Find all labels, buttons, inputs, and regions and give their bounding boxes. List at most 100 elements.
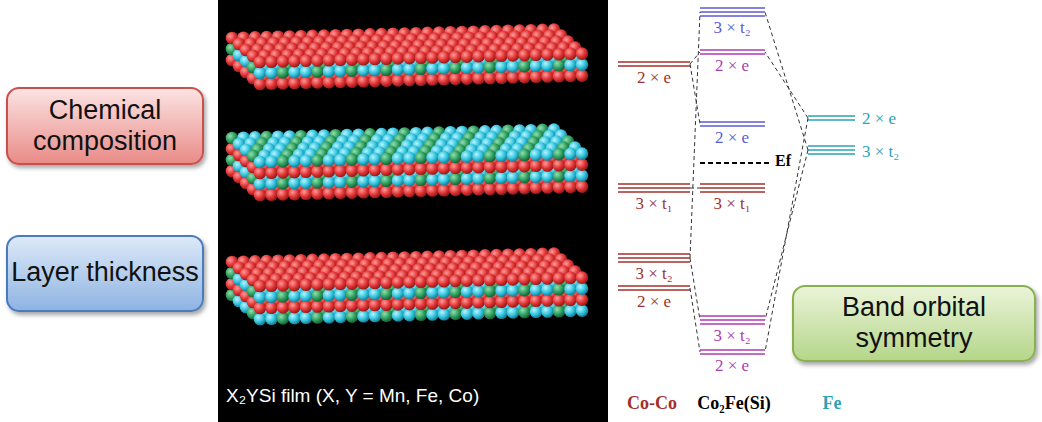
atom-sphere [334,187,347,200]
atom-sphere [254,67,267,80]
atom-sphere [530,71,543,84]
atom-sphere [530,306,543,319]
atom-sphere [449,51,462,64]
atom-sphere [472,307,485,320]
atom-sphere [472,61,485,74]
atom-sphere [484,285,497,298]
level-label: 2 × e [715,129,749,146]
atom-sphere [438,62,451,75]
atom-sphere [346,64,359,77]
level-label: 2 × e [637,69,671,86]
atom-sphere [254,302,267,315]
keyword-text: Chemical composition [8,95,202,157]
atom-sphere [380,163,393,176]
level-line [618,261,690,263]
atom-sphere [541,170,554,183]
atom-sphere [357,186,370,199]
level-label: 3 × t₂ [862,143,899,160]
atom-sphere [541,159,554,172]
atom-sphere [300,55,313,68]
atom-sphere [541,294,554,307]
level-label: 3 × t₁ [635,195,672,212]
atom-sphere [277,188,290,201]
atom-sphere [449,308,462,321]
atom-sphere [449,275,462,288]
atom-sphere [518,182,531,195]
atom-sphere [265,66,278,79]
atom-sphere [300,312,313,325]
level-line [700,7,765,9]
atom-sphere [403,287,416,300]
atom-sphere [518,284,531,297]
atom-sphere [518,49,531,62]
atom-sphere [495,295,508,308]
atom-sphere [369,64,382,77]
level-line [700,11,765,13]
atom-sphere [403,63,416,76]
atom-sphere [484,183,497,196]
atom-sphere [277,312,290,325]
atom-sphere [530,171,543,184]
atom-sphere [530,149,543,162]
atom-sphere [507,71,520,84]
atom-sphere [541,59,554,72]
atom-sphere [472,50,485,63]
atom-sphere [392,163,405,176]
atom-sphere [564,272,577,285]
atom-sphere [277,166,290,179]
atom-sphere [415,63,428,76]
atom-sphere [265,166,278,179]
atom-sphere [334,54,347,67]
atom-sphere [254,291,267,304]
atom-sphere [392,276,405,289]
atom-sphere [541,305,554,318]
atom-sphere [265,290,278,303]
atom-sphere [403,174,416,187]
atom-sphere [323,76,336,89]
atom-sphere [415,276,428,289]
atom-sphere [507,149,520,162]
atom-sphere [254,56,267,69]
atom-sphere [426,308,439,321]
atom-sphere [403,163,416,176]
atom-sphere [449,184,462,197]
keyword-box: Band orbital symmetry [792,285,1036,362]
level-line [808,115,855,117]
atom-sphere [357,64,370,77]
atom-sphere [415,298,428,311]
atom-sphere [380,63,393,76]
atom-sphere [288,290,301,303]
atom-sphere [288,166,301,179]
atom-sphere [495,306,508,319]
atom-sphere [553,294,566,307]
atom-sphere [369,277,382,290]
atom-sphere [426,184,439,197]
atom-sphere [380,74,393,87]
atom-sphere [438,297,451,310]
atom-sphere [311,278,324,291]
level-label: 3 × t₂ [713,19,750,36]
atom-sphere [300,301,313,314]
atom-sphere [288,301,301,314]
atom-sphere [449,62,462,75]
atom-sphere [518,295,531,308]
atom-sphere [277,290,290,303]
atom-sphere [403,52,416,65]
level-label: 3 × t₂ [713,327,750,344]
atom-sphere [380,52,393,65]
atom-sphere [392,74,405,87]
atom-sphere [334,300,347,313]
atom-sphere [507,182,520,195]
atom-sphere [518,160,531,173]
atom-sphere [403,152,416,165]
atom-sphere [461,50,474,63]
atom-sphere [449,73,462,86]
atom-sphere [277,77,290,90]
correlation-line [765,12,808,150]
atom-sphere [507,295,520,308]
atom-sphere [576,304,589,317]
atom-sphere [484,172,497,185]
atom-sphere [461,150,474,163]
atom-sphere [346,175,359,188]
level-line [618,65,690,67]
